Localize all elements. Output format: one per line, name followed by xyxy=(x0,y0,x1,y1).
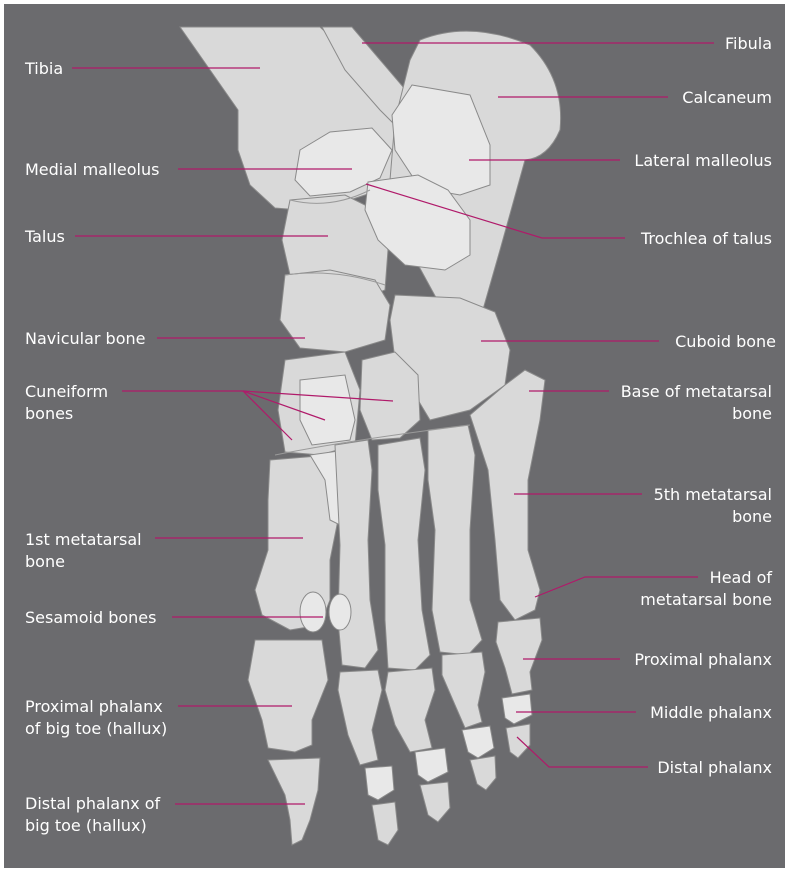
label-sesamoid: Sesamoid bones xyxy=(25,608,156,627)
label-middle-phalanx: Middle phalanx xyxy=(650,703,772,722)
label-trochlea: Trochlea of talus xyxy=(640,229,772,248)
label-cuboid-line-1: Cuboid bone xyxy=(675,332,776,351)
label-base-metatarsal-line-1: Base of metatarsal xyxy=(621,382,772,401)
label-proximal-phalanx: Proximal phalanx xyxy=(634,650,772,669)
label-cuneiform-line-2: bones xyxy=(25,404,73,423)
label-middle-phalanx-line-1: Middle phalanx xyxy=(650,703,772,722)
label-proximal-phalanx-hallux-line-2: of big toe (hallux) xyxy=(25,719,167,738)
intermediate-cuneiform-bone xyxy=(300,375,355,445)
label-calcaneum-line-1: Calcaneum xyxy=(682,88,772,107)
label-trochlea-line-1: Trochlea of talus xyxy=(640,229,772,248)
label-calcaneum: Calcaneum xyxy=(682,88,772,107)
label-head-metatarsal-line-1: Head of xyxy=(710,568,773,587)
label-medial-malleolus-line-1: Medial malleolus xyxy=(25,160,159,179)
label-distal-phalanx-line-1: Distal phalanx xyxy=(657,758,772,777)
label-distal-phalanx-hallux-line-1: Distal phalanx of xyxy=(25,794,161,813)
label-medial-malleolus: Medial malleolus xyxy=(25,160,159,179)
label-talus: Talus xyxy=(24,227,65,246)
label-navicular: Navicular bone xyxy=(25,329,145,348)
label-sesamoid-line-1: Sesamoid bones xyxy=(25,608,156,627)
label-lateral-malleolus: Lateral malleolus xyxy=(634,151,772,170)
label-navicular-line-1: Navicular bone xyxy=(25,329,145,348)
label-first-metatarsal-line-2: bone xyxy=(25,552,65,571)
label-first-metatarsal-line-1: 1st metatarsal xyxy=(25,530,142,549)
label-distal-phalanx-hallux-line-2: big toe (hallux) xyxy=(25,816,147,835)
label-fifth-metatarsal-line-2: bone xyxy=(732,507,772,526)
label-tibia-line-1: Tibia xyxy=(24,59,63,78)
label-fibula: Fibula xyxy=(725,34,772,53)
label-cuneiform-line-1: Cuneiform xyxy=(25,382,108,401)
sesamoid-bone-medial xyxy=(300,592,326,632)
label-fifth-metatarsal-line-1: 5th metatarsal xyxy=(654,485,772,504)
label-head-metatarsal-line-2: metatarsal bone xyxy=(640,590,772,609)
sesamoid-bone-lateral xyxy=(329,594,351,630)
label-tibia: Tibia xyxy=(24,59,63,78)
label-distal-phalanx: Distal phalanx xyxy=(657,758,772,777)
label-lateral-malleolus-line-1: Lateral malleolus xyxy=(634,151,772,170)
label-proximal-phalanx-line-1: Proximal phalanx xyxy=(634,650,772,669)
label-cuboid: Cuboid bone xyxy=(675,332,776,351)
label-fibula-line-1: Fibula xyxy=(725,34,772,53)
label-base-metatarsal-line-2: bone xyxy=(732,404,772,423)
label-proximal-phalanx-hallux-line-1: Proximal phalanx xyxy=(25,697,163,716)
navicular-bone xyxy=(280,270,390,352)
label-talus-line-1: Talus xyxy=(24,227,65,246)
